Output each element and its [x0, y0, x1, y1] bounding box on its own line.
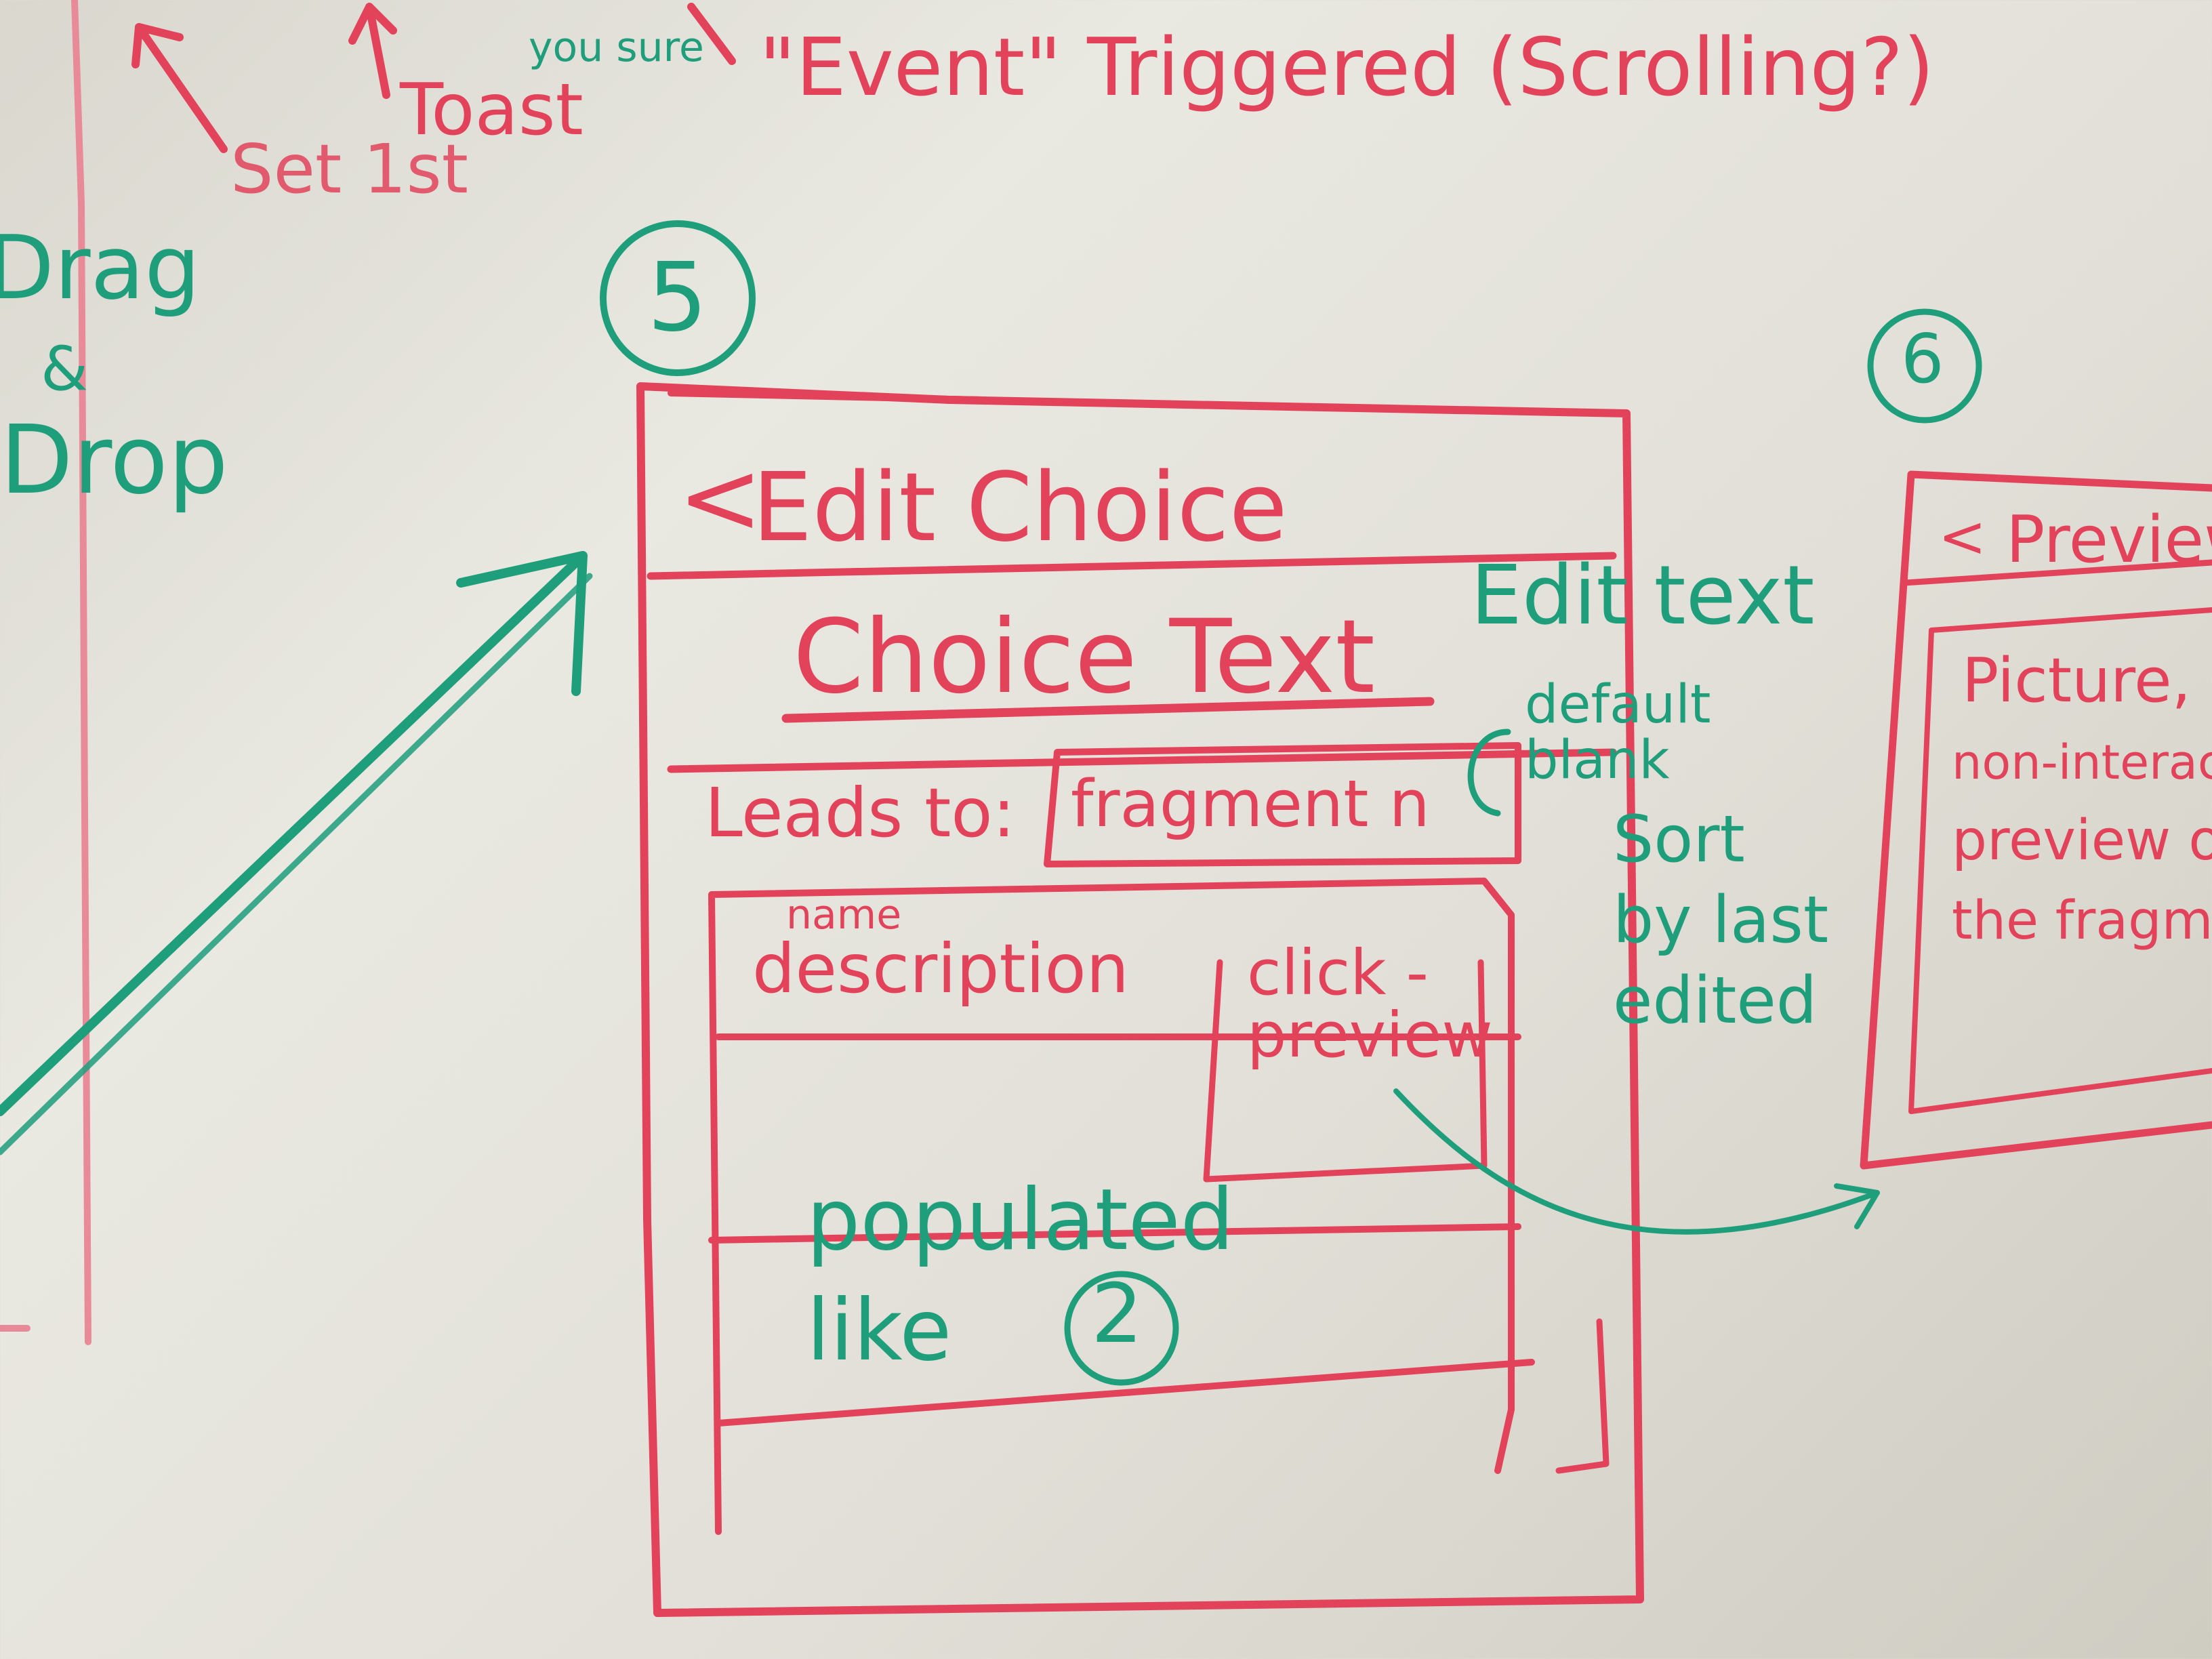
populated-note: populated like — [806, 1171, 1234, 1380]
preview-line-2: non-interactive — [1952, 735, 2212, 790]
drag-arrow — [0, 551, 588, 1116]
list-header-name: name — [786, 891, 902, 939]
drop-note: Drop — [0, 405, 228, 516]
edit-text-note: Edit text — [1471, 549, 1815, 643]
are-you-sure-note: you sure — [529, 24, 704, 71]
preview-arrow — [1393, 1088, 1880, 1235]
event-stroke — [687, 3, 736, 65]
preview-line-3: preview of — [1952, 808, 2212, 873]
screen6-frame — [1860, 470, 2212, 1170]
screen6-number: 6 — [1901, 319, 1944, 398]
screen5-number-circle — [600, 220, 756, 376]
choice-text-underline — [781, 697, 1435, 723]
list-header-description: description — [752, 929, 1130, 1008]
screen6-number-circle — [1867, 308, 1982, 424]
screen6-back-chevron[interactable]: < — [1938, 504, 1987, 571]
title-divider — [647, 552, 1617, 580]
toast-arrow — [348, 3, 397, 99]
leads-to-value[interactable]: fragment n — [1071, 767, 1430, 842]
preview-line-4: the fragment — [1952, 890, 2212, 951]
and-note: & — [41, 333, 89, 405]
leads-to-label: Leads to: — [705, 773, 1016, 853]
screen6-title: Preview — [2006, 503, 2212, 577]
sort-by-note: Sort by last edited — [1613, 802, 1829, 1038]
back-chevron[interactable]: < — [678, 439, 763, 557]
default-blank-arrow — [1467, 729, 1511, 817]
left-screen-border — [0, 0, 91, 1345]
drag-note: Drag — [0, 216, 201, 319]
preview-line-1: Picture, — [1962, 645, 2192, 716]
leads-to-box — [1044, 742, 1521, 867]
default-blank-note: default blank — [1525, 674, 1711, 791]
set-first-arrow — [131, 23, 228, 153]
event-triggered-note: "Event" Triggered (Scrolling?) — [759, 20, 1935, 114]
click-preview-note: click - preview — [1247, 937, 1493, 1071]
choice-text-field[interactable]: Choice Text — [793, 598, 1376, 716]
set-first-note: Set 1st — [230, 129, 468, 209]
screen5-number: 5 — [647, 243, 708, 353]
toast-note: Toast — [400, 68, 583, 151]
populated-ref: 2 — [1091, 1267, 1143, 1361]
screen-title: Edit Choice — [752, 453, 1288, 563]
